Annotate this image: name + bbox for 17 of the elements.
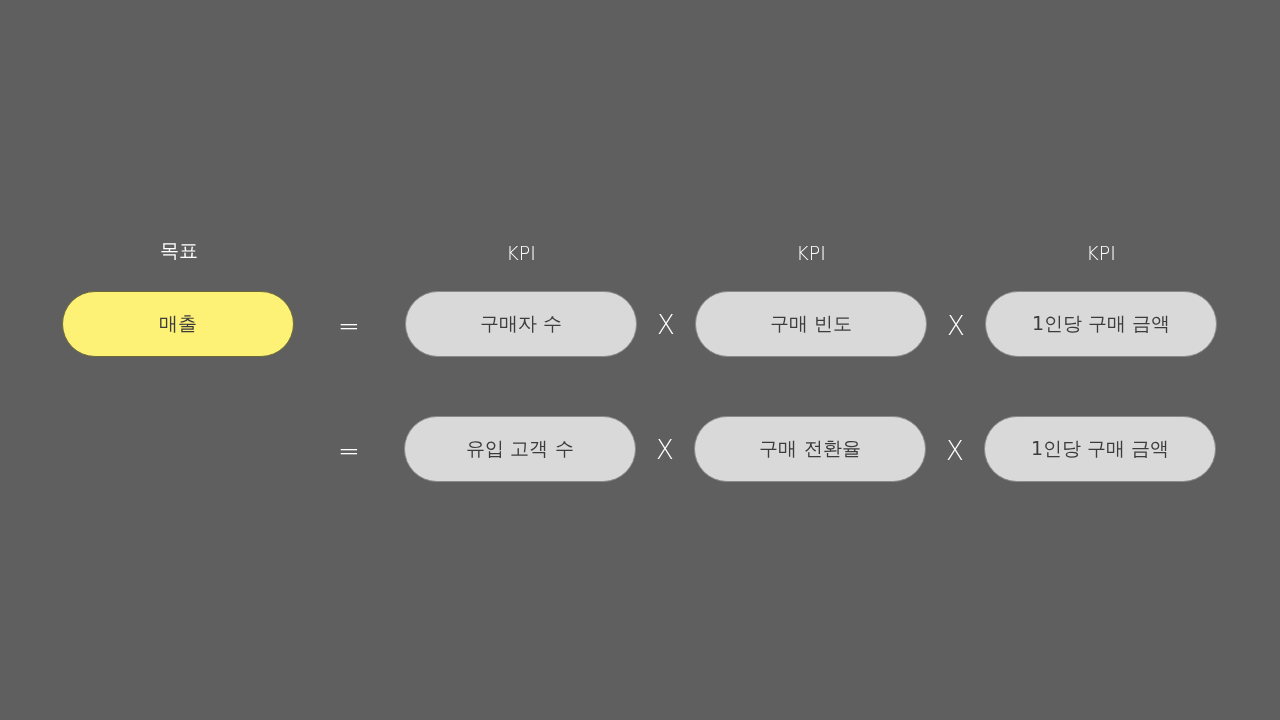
pill-label: 1인당 구매 금액 (1030, 436, 1170, 461)
pill-label: 구매 빈도 (769, 311, 852, 336)
pill-label: 구매자 수 (479, 311, 562, 336)
pill-label: 매출 (159, 311, 197, 336)
pill-label: 유입 고객 수 (466, 436, 574, 461)
pill-label: 구매 전환율 (759, 436, 861, 461)
operator-symbol: X (947, 311, 965, 341)
pill-label: 1인당 구매 금액 (1031, 311, 1171, 336)
operator-symbol: X (656, 435, 674, 465)
operator-symbol: X (657, 310, 675, 340)
operator-symbol: X (946, 436, 964, 466)
operator-symbol: = (338, 311, 360, 341)
column-heading: 목표 (160, 238, 198, 263)
column-heading: KPI (796, 242, 826, 264)
operator-symbol: = (338, 436, 360, 466)
column-heading: KPI (506, 242, 536, 264)
column-heading: KPI (1086, 242, 1116, 264)
